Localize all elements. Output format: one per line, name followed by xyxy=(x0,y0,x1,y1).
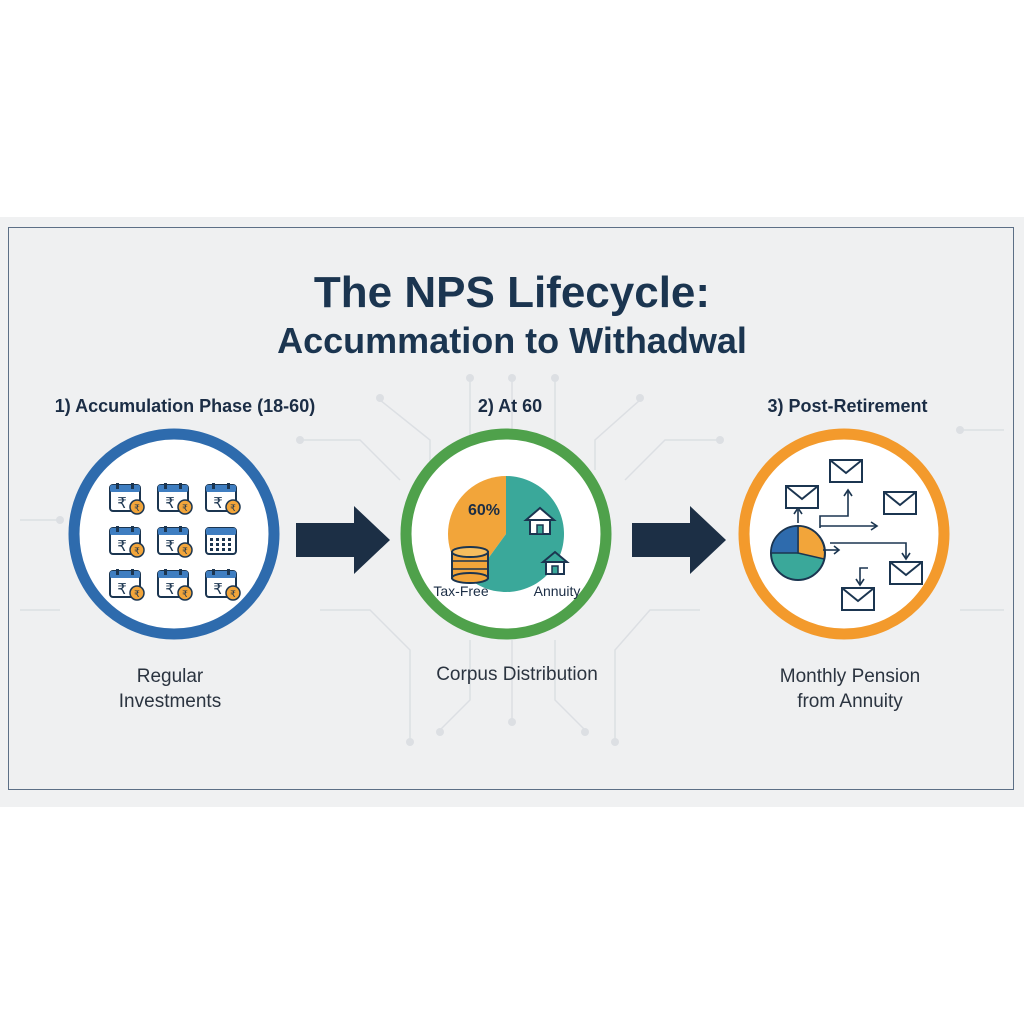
arrow-right-icon xyxy=(296,506,390,574)
calendar-rupee-icon xyxy=(205,482,241,515)
caption-line: Investments xyxy=(118,691,222,712)
envelope-icon xyxy=(841,587,875,611)
house-icon xyxy=(523,506,557,535)
envelope-icon xyxy=(883,491,917,515)
pie-chart-icon xyxy=(770,525,826,581)
distribution-circle: 60% Tax-Free Annuity xyxy=(400,428,612,640)
calendar-rupee-icon xyxy=(109,568,145,601)
envelope-icon xyxy=(889,561,923,585)
caption-accumulation: Regular Investments xyxy=(70,664,270,714)
phase-label-post-retirement: 3) Post-Retirement xyxy=(767,396,928,416)
phase-label-accumulation: 1) Accumulation Phase (18-60) xyxy=(54,396,316,416)
accumulation-circle: ₹ ₹ xyxy=(68,428,280,640)
caption-line: from Annuity xyxy=(797,691,903,712)
calendar-rupee-icon xyxy=(157,568,193,601)
pie-percent-label: 60% xyxy=(468,502,500,519)
calendar-rupee-icon xyxy=(157,525,193,558)
caption-line: Regular xyxy=(136,666,204,687)
caption-pension: Monthly Pension from Annuity xyxy=(740,664,960,714)
caption-line: Monthly Pension xyxy=(779,666,921,687)
calendar-rupee-icon xyxy=(109,482,145,515)
pie-legend-tax-free: Tax-Free xyxy=(433,583,488,599)
phase-label-at-60: 2) At 60 xyxy=(477,396,543,416)
calendar-rupee-icon xyxy=(157,482,193,515)
envelope-icon xyxy=(785,485,819,509)
calendar-grid-icon xyxy=(205,527,237,555)
pie-legend-annuity: Annuity xyxy=(534,583,581,599)
coin-stack-icon xyxy=(451,546,489,584)
diagram-title: The NPS Lifecycle: xyxy=(313,268,711,317)
house-icon xyxy=(540,550,570,575)
pension-circle xyxy=(738,428,950,640)
caption-line: Corpus Distribution xyxy=(436,664,598,685)
calendar-rupee-icon xyxy=(109,525,145,558)
calendar-rupee-icon xyxy=(205,568,241,601)
diagram-subtitle: Accummation to Withadwal xyxy=(277,320,747,361)
envelope-icon xyxy=(829,459,863,483)
arrow-right-icon xyxy=(632,506,726,574)
caption-distribution: Corpus Distribution xyxy=(402,662,632,687)
